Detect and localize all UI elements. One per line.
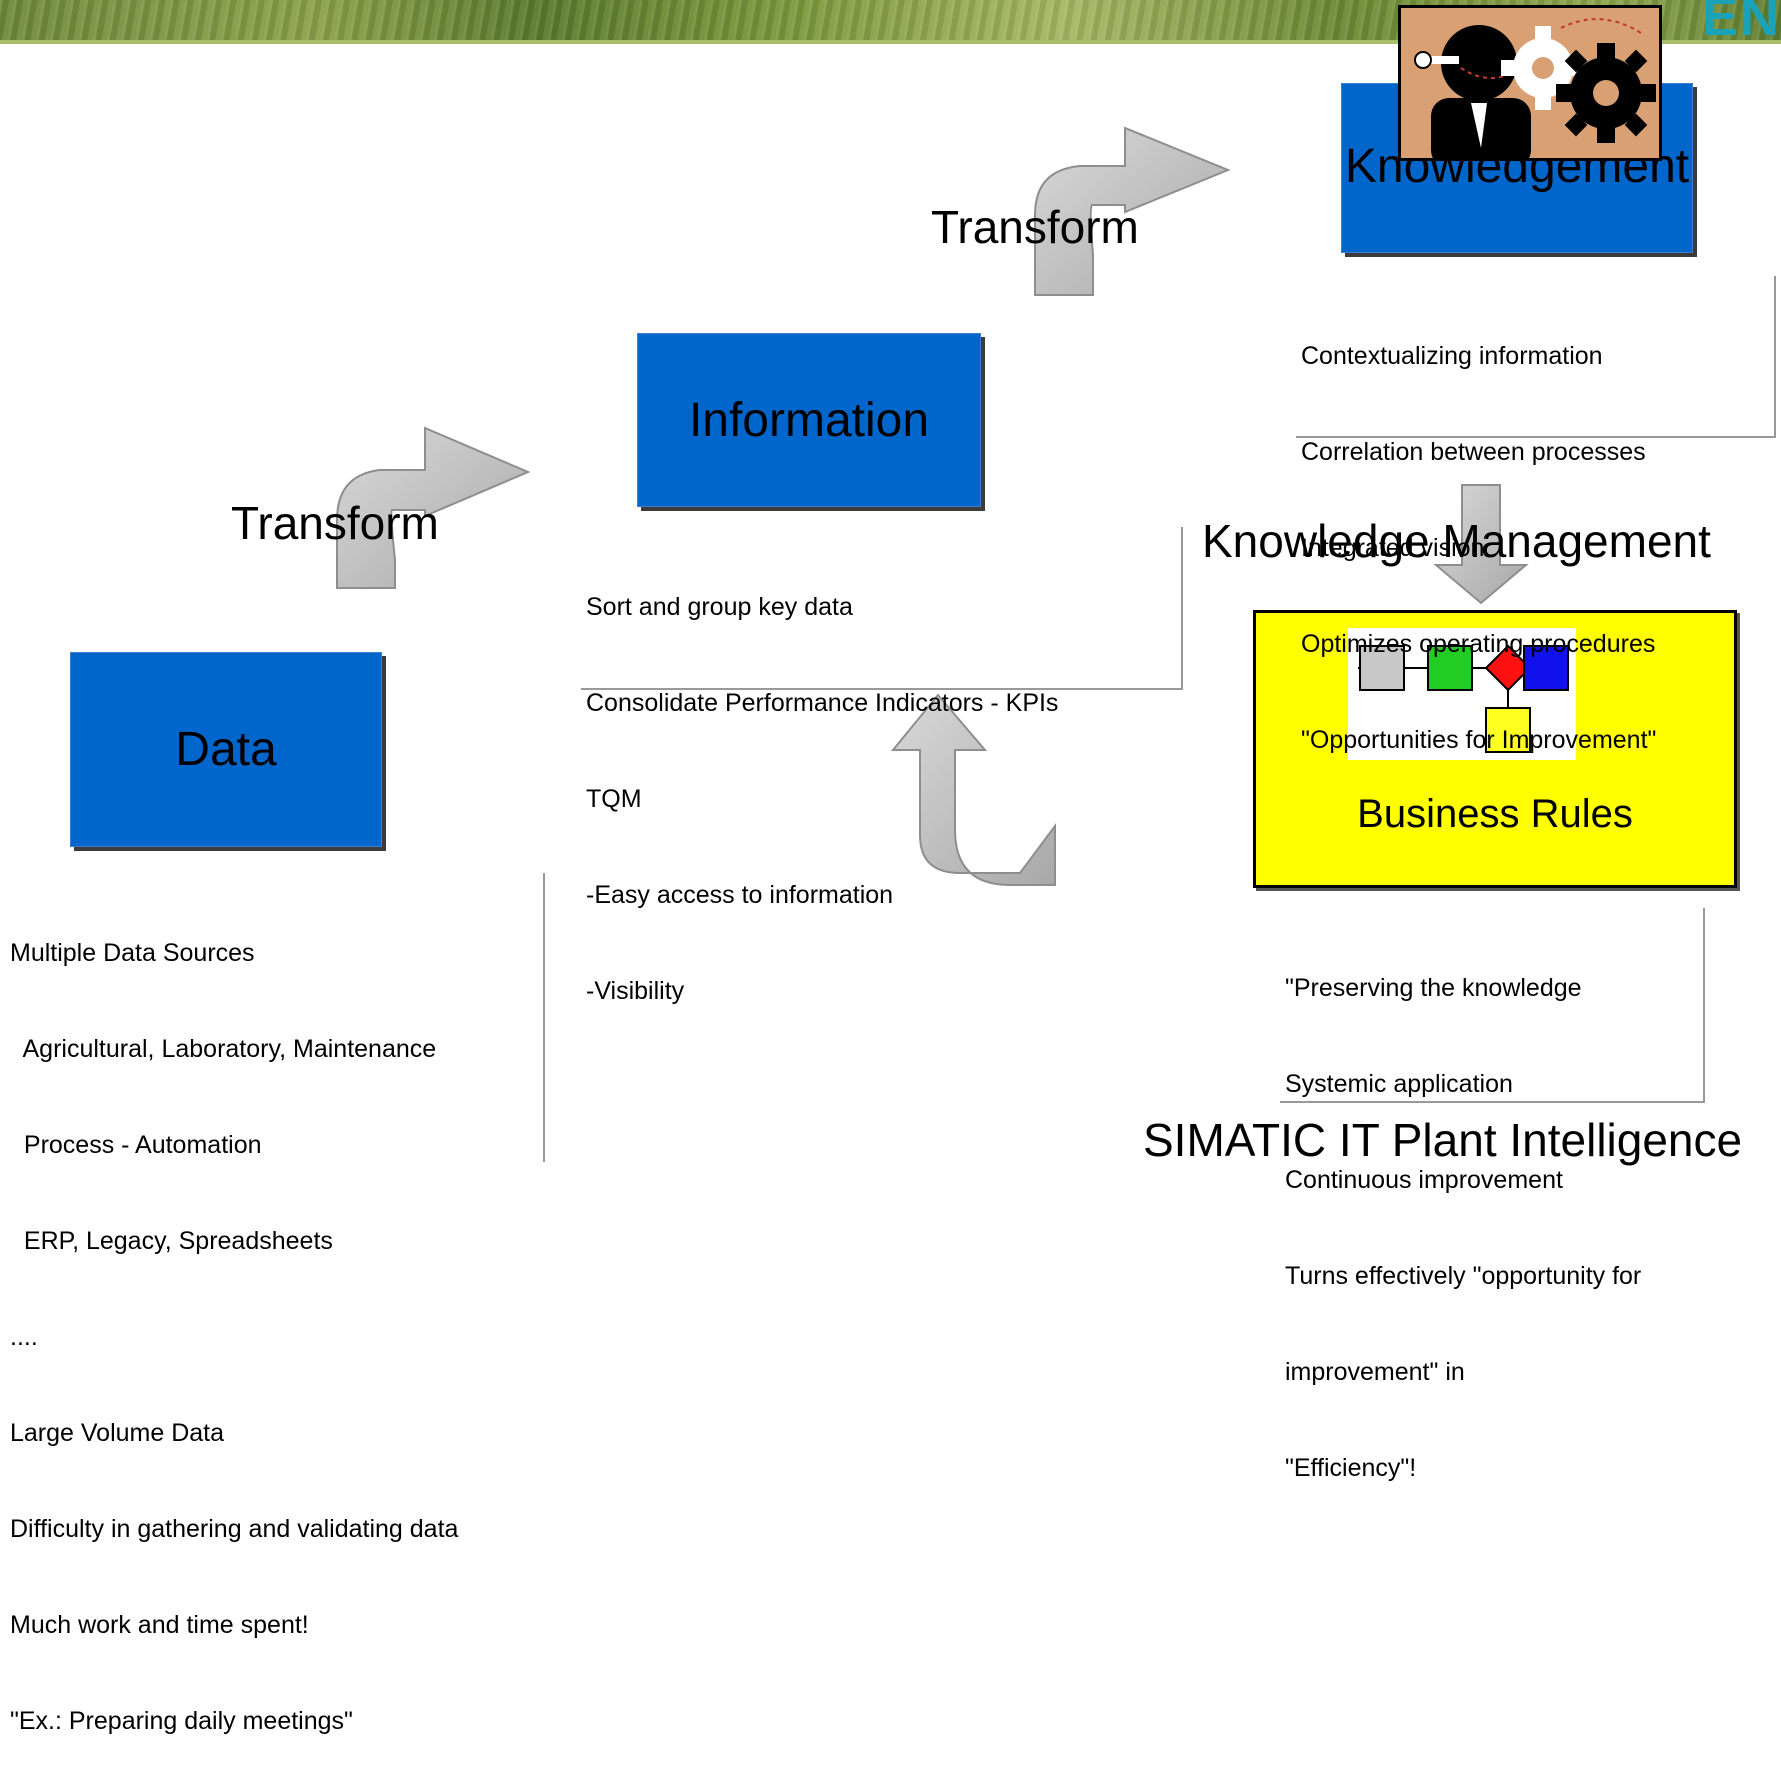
- knowledge-note: "Opportunities for Improvement": [1301, 726, 1657, 754]
- transform-arrow-1: [336, 426, 531, 589]
- information-node: Information: [637, 333, 981, 507]
- data-note: Process - Automation: [10, 1131, 262, 1159]
- data-note: ERP, Legacy, Spreadsheets: [10, 1227, 333, 1255]
- data-note: Multiple Data Sources: [10, 939, 255, 967]
- data-note: Much work and time spent!: [10, 1611, 309, 1639]
- data-notes: Multiple Data Sources Agricultural, Labo…: [10, 873, 458, 1769]
- data-note: Difficulty in gathering and validating d…: [10, 1515, 459, 1543]
- knowledge-note: Correlation between processes: [1301, 438, 1646, 466]
- business-note: "Efficiency"!: [1285, 1454, 1417, 1482]
- knowledge-note: Contextualizing information: [1301, 342, 1603, 370]
- product-label: SIMATIC IT Plant Intelligence: [1143, 1114, 1743, 1166]
- engineer-gears-icon: [1398, 5, 1662, 161]
- knowledge-notes-bracket: [1296, 276, 1776, 438]
- knowledge-note: Integrated vision: [1301, 534, 1485, 562]
- data-note: "Ex.: Preparing daily meetings": [10, 1707, 353, 1735]
- information-node-label: Information: [688, 393, 930, 447]
- data-note: Large Volume Data: [10, 1419, 225, 1447]
- information-notes: Sort and group key data Consolidate Perf…: [586, 527, 1058, 1039]
- knowledge-note: Optimizes operating procedures: [1301, 630, 1656, 658]
- information-note: Consolidate Performance Indicators - KPI…: [586, 689, 1059, 717]
- business-notes: "Preserving the knowledge Systemic appli…: [1285, 908, 1641, 1516]
- data-notes-divider: [543, 873, 545, 1162]
- feedback-arrow: [890, 693, 1056, 886]
- business-note: improvement" in: [1285, 1358, 1465, 1386]
- data-node-label: Data: [175, 723, 277, 776]
- business-note: Systemic application: [1285, 1070, 1513, 1098]
- brand-logo-text: EN: [1701, 0, 1781, 47]
- workflow-diagram-icon: [1348, 628, 1576, 760]
- information-note: -Visibility: [586, 977, 685, 1005]
- business-note: Continuous improvement: [1285, 1166, 1563, 1194]
- business-note: Turns effectively "opportunity for: [1285, 1262, 1642, 1290]
- information-note: -Easy access to information: [586, 881, 894, 909]
- down-arrow: [1433, 484, 1529, 605]
- information-note: Sort and group key data: [586, 593, 853, 621]
- data-note: Agricultural, Laboratory, Maintenance: [10, 1035, 437, 1063]
- arrows-layer: [336, 126, 1529, 886]
- data-note: ....: [10, 1323, 38, 1351]
- transform-arrow-2: [1034, 126, 1231, 296]
- knowledge-management-label: Knowledge Management: [1202, 515, 1711, 567]
- business-notes-bracket: [1280, 908, 1705, 1103]
- transform-label-1: Transform: [231, 497, 439, 549]
- business-rules-label: Business Rules: [1357, 792, 1633, 836]
- information-note: TQM: [586, 785, 642, 813]
- data-node: Data: [70, 652, 382, 847]
- knowledge-notes: Contextualizing information Correlation …: [1301, 276, 1656, 788]
- transform-label-2: Transform: [931, 201, 1139, 253]
- business-note: "Preserving the knowledge: [1285, 974, 1582, 1002]
- information-notes-bracket: [581, 527, 1183, 690]
